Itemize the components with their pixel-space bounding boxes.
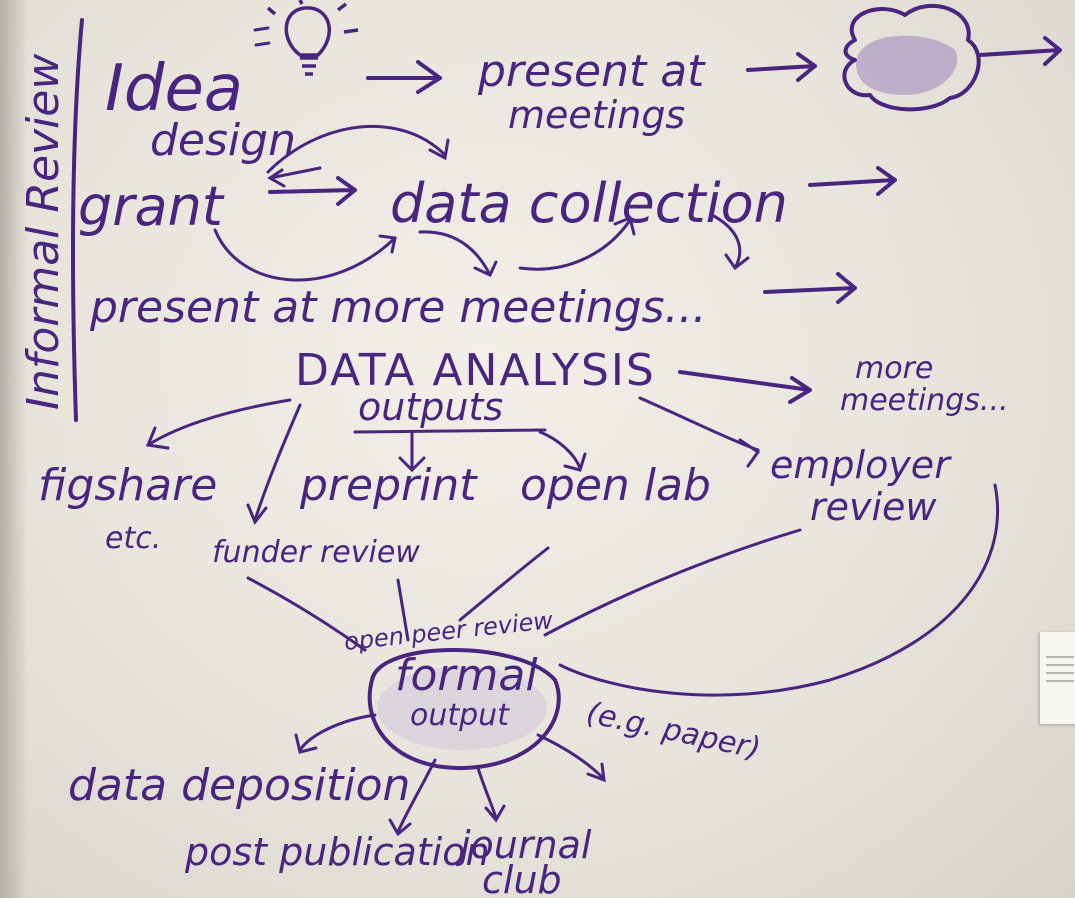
lightbulb-icon xyxy=(266,0,359,76)
data-deposition-text: data deposition xyxy=(68,760,410,811)
equals-sign xyxy=(253,26,271,47)
arrow-to-postpub xyxy=(388,758,437,837)
cloud-icon xyxy=(842,4,981,112)
side-label: Informal Review xyxy=(18,53,69,410)
line-loop-formal xyxy=(558,483,1000,697)
arrow-to-preprint xyxy=(398,430,426,473)
arc-down-1 xyxy=(418,230,498,277)
more-meetings-text: meetings... xyxy=(840,383,1009,418)
line-employer-formal xyxy=(543,528,802,637)
outputs-underline xyxy=(353,428,547,434)
arrow-idea-present xyxy=(366,60,442,94)
journal-text: journal xyxy=(455,823,592,867)
more-text: more xyxy=(855,351,933,386)
formal-circle xyxy=(367,648,561,771)
grant-text: grant xyxy=(78,175,225,238)
idea-text: Idea xyxy=(105,52,243,126)
arrow-to-more-meetings xyxy=(678,370,812,404)
arc-up-collection xyxy=(518,215,636,271)
outputs-text: outputs xyxy=(358,385,503,429)
funder-review-text: funder review xyxy=(212,535,420,570)
openlab-text: open lab xyxy=(520,460,711,511)
output-text: output xyxy=(410,698,510,733)
present-more-text: present at more meetings... xyxy=(89,282,707,333)
eg-paper-text: (e.g. paper) xyxy=(583,696,763,767)
employer-text: employer xyxy=(770,443,952,487)
arrow-data-out xyxy=(808,166,897,196)
post-publication-text: post publication xyxy=(184,830,490,874)
arc-down-2 xyxy=(710,213,750,271)
meetings-text: meetings xyxy=(508,93,685,137)
formal-text: formal xyxy=(395,650,538,701)
arrow-to-funder xyxy=(246,403,302,525)
arrow-grant-data xyxy=(268,176,357,206)
arrow-cloud-out xyxy=(978,36,1062,66)
sticky-note xyxy=(1040,632,1075,724)
preprint-text: preprint xyxy=(299,460,478,511)
erased-smear xyxy=(377,666,547,750)
employer-review-text: review xyxy=(810,485,937,529)
arrow-to-right xyxy=(536,733,606,783)
etc-text: etc. xyxy=(105,521,161,556)
line-openlab-formal xyxy=(458,546,550,622)
arrow-to-openlab xyxy=(538,430,587,472)
club-text: club xyxy=(482,858,562,898)
arrow-to-figshare xyxy=(145,398,292,450)
arrow-to-deposition xyxy=(294,713,377,754)
arrow-present-more-out xyxy=(763,272,857,304)
board-edge-shadow xyxy=(0,0,28,898)
arrow-present-cloud xyxy=(746,52,817,82)
present-at-text: present at xyxy=(477,46,706,97)
design-text: design xyxy=(150,115,296,166)
arc-back-grant xyxy=(267,166,322,188)
arrow-to-journal xyxy=(476,766,506,823)
arc-present-grant xyxy=(213,228,397,282)
figshare-text: figshare xyxy=(38,460,217,511)
side-bracket xyxy=(70,18,84,422)
data-analysis-text: DATA ANALYSIS xyxy=(295,345,656,396)
arc-design-datacollection xyxy=(266,125,450,174)
line-preprint-formal xyxy=(396,578,410,642)
arrow-to-employer xyxy=(638,396,761,468)
line-funder-formal xyxy=(246,576,367,652)
data-collection-text: data collection xyxy=(390,172,788,235)
